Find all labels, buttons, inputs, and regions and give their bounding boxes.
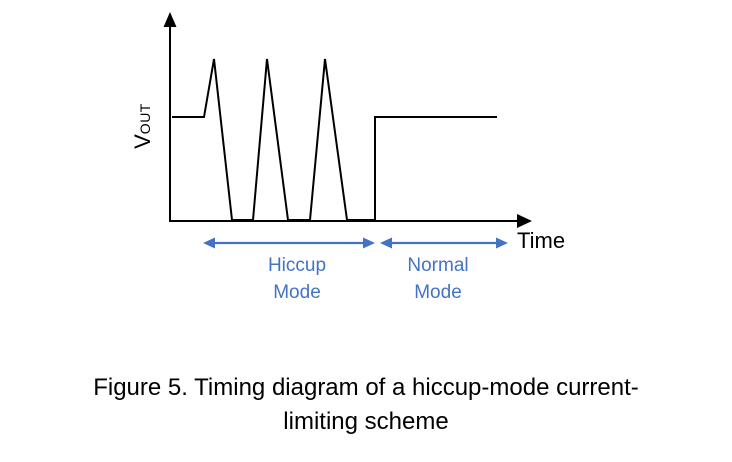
normal-mode-label: Normal Mode (407, 255, 469, 303)
caption-line-1: Figure 5. Timing diagram of a hiccup-mod… (93, 374, 639, 401)
y-axis-label-base: V (130, 134, 155, 149)
normal-right-arrowhead-icon (496, 237, 508, 249)
waveform (172, 58, 497, 221)
normal-range-arrow (380, 237, 508, 249)
x-axis (169, 214, 532, 228)
hiccup-right-arrowhead-icon (363, 237, 375, 249)
x-axis-label: Time (517, 228, 566, 253)
caption-line-2: limiting scheme (283, 408, 449, 435)
y-axis (163, 12, 177, 222)
normal-left-arrowhead-icon (380, 237, 392, 249)
x-axis-arrowhead-icon (517, 214, 532, 228)
figure-caption: Figure 5. Timing diagram of a hiccup-mod… (0, 371, 732, 439)
hiccup-mode-label: Hiccup Mode (267, 255, 327, 303)
y-axis-arrowhead-icon (163, 12, 177, 27)
y-axis-label-subscript: OUT (137, 103, 153, 135)
hiccup-range-arrow (203, 237, 375, 249)
hiccup-left-arrowhead-icon (203, 237, 215, 249)
